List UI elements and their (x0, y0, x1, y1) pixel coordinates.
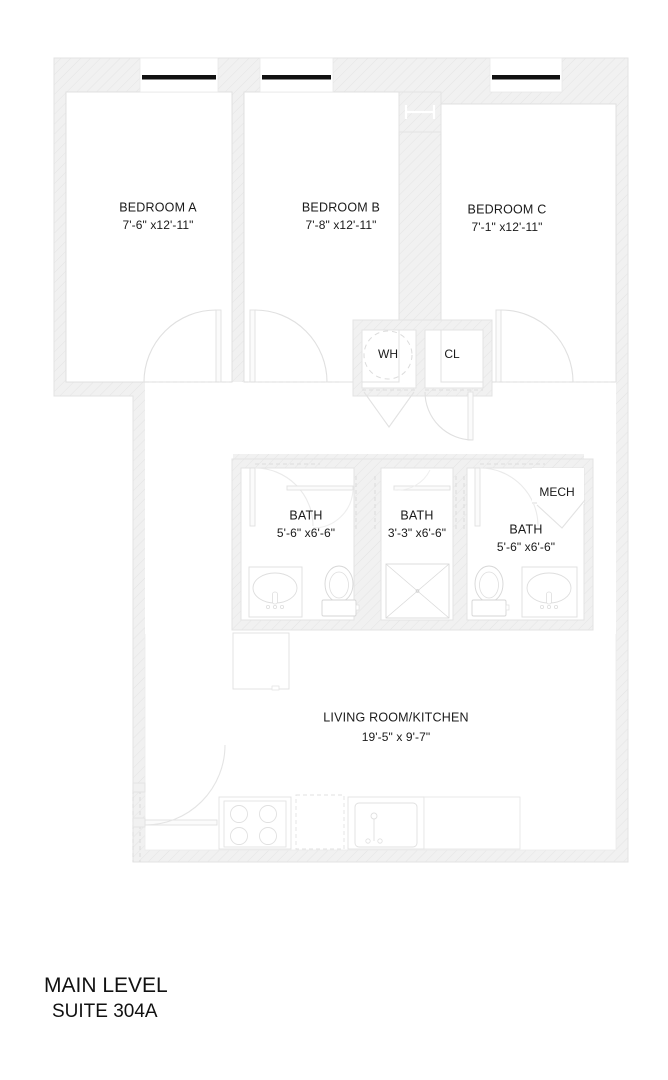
bath-left-name: BATH (289, 508, 322, 522)
cavity-living-left (145, 454, 233, 634)
cavity-hall (145, 396, 616, 454)
toilet-bath-right (471, 565, 510, 617)
label-bedroom-c: BEDROOM C 7'-1" x12'-11" (468, 202, 547, 234)
bath-right-name: BATH (509, 522, 542, 536)
label-bedroom-a: BEDROOM A 7'-6" x12'-11" (119, 200, 197, 232)
label-bedroom-b: BEDROOM B 7'-8" x12'-11" (302, 200, 380, 232)
pier-bc-glyph (404, 105, 436, 119)
bedroom-c-name: BEDROOM C (468, 202, 547, 216)
label-bath-left: BATH 5'-6" x6'-6" (277, 508, 335, 540)
burner-1 (230, 805, 248, 823)
plan-subtitle: SUITE 304A (52, 1001, 158, 1022)
counter-run (423, 796, 521, 850)
bath-middle-name: BATH (400, 508, 433, 522)
doors (132, 309, 616, 862)
living-kitchen-dimensions: 19'-5" x 9'-7" (362, 730, 431, 744)
door-water-heater (362, 389, 416, 428)
label-bath-right: BATH 5'-6" x6'-6" (497, 522, 555, 554)
window-bedroom-c (489, 57, 563, 93)
sink-bath-left (248, 566, 303, 618)
burner-4 (259, 827, 277, 845)
bedroom-c-dimensions: 7'-1" x12'-11" (472, 220, 543, 234)
label-living-room-kitchen: LIVING ROOM/KITCHEN 19'-5" x 9'-7" (323, 710, 468, 744)
wall-structure (53, 57, 629, 863)
water-heater-label: WH (378, 347, 398, 361)
bedroom-b-name: BEDROOM B (302, 200, 380, 214)
burner-2 (259, 805, 277, 823)
sink-bath-right (521, 566, 578, 618)
bedroom-b-dimensions: 7'-8" x12'-11" (306, 218, 377, 232)
room-cavities (65, 91, 617, 851)
bath-left-dimensions: 5'-6" x6'-6" (277, 526, 335, 540)
windows (139, 57, 563, 93)
bath-middle-dimensions: 3'-3" x6'-6" (388, 526, 446, 540)
bath-right-dimensions: 5'-6" x6'-6" (497, 540, 555, 554)
window-bedroom-a (139, 57, 219, 93)
cavity-water-heater (361, 329, 417, 389)
closet-block-walls (352, 319, 493, 397)
cavity-bedroom-a (65, 91, 233, 383)
door-bedroom-c (492, 309, 616, 383)
bath-block-walls (231, 458, 594, 631)
toilet-bath-left (321, 565, 360, 617)
room-labels: BEDROOM A 7'-6" x12'-11" BEDROOM B 7'-8"… (119, 200, 574, 744)
kitchen-sink (354, 802, 418, 848)
door-entry (132, 744, 226, 862)
door-bedroom-a (143, 309, 232, 383)
plan-title: MAIN LEVEL (44, 974, 168, 997)
door-bedroom-b (244, 309, 340, 383)
door-mech (532, 468, 586, 529)
door-bath-left (249, 463, 376, 530)
closet-label: CL (444, 347, 460, 361)
refrigerator (295, 794, 345, 850)
burner-3 (230, 827, 248, 845)
title-block: MAIN LEVEL SUITE 304A (44, 974, 168, 1022)
door-bath-middle (393, 469, 465, 530)
shower-bath-middle (385, 563, 450, 619)
bedroom-a-name: BEDROOM A (119, 200, 197, 214)
door-bath-right (474, 463, 545, 527)
water-heater-tank (363, 330, 413, 380)
pier-right-glyph (568, 107, 598, 121)
structural-piers (398, 91, 598, 133)
fixtures (218, 330, 578, 850)
kitchen-run (218, 794, 521, 850)
mech-label: MECH (539, 485, 574, 499)
label-bath-middle: BATH 3'-3" x6'-6" (388, 508, 446, 540)
counter-cabinet (232, 632, 290, 691)
window-bedroom-b (259, 57, 334, 93)
door-closet (424, 389, 483, 441)
living-kitchen-name: LIVING ROOM/KITCHEN (323, 710, 468, 724)
closet-partition-hatch (353, 320, 492, 396)
bedroom-a-dimensions: 7'-6" x12'-11" (123, 218, 194, 232)
